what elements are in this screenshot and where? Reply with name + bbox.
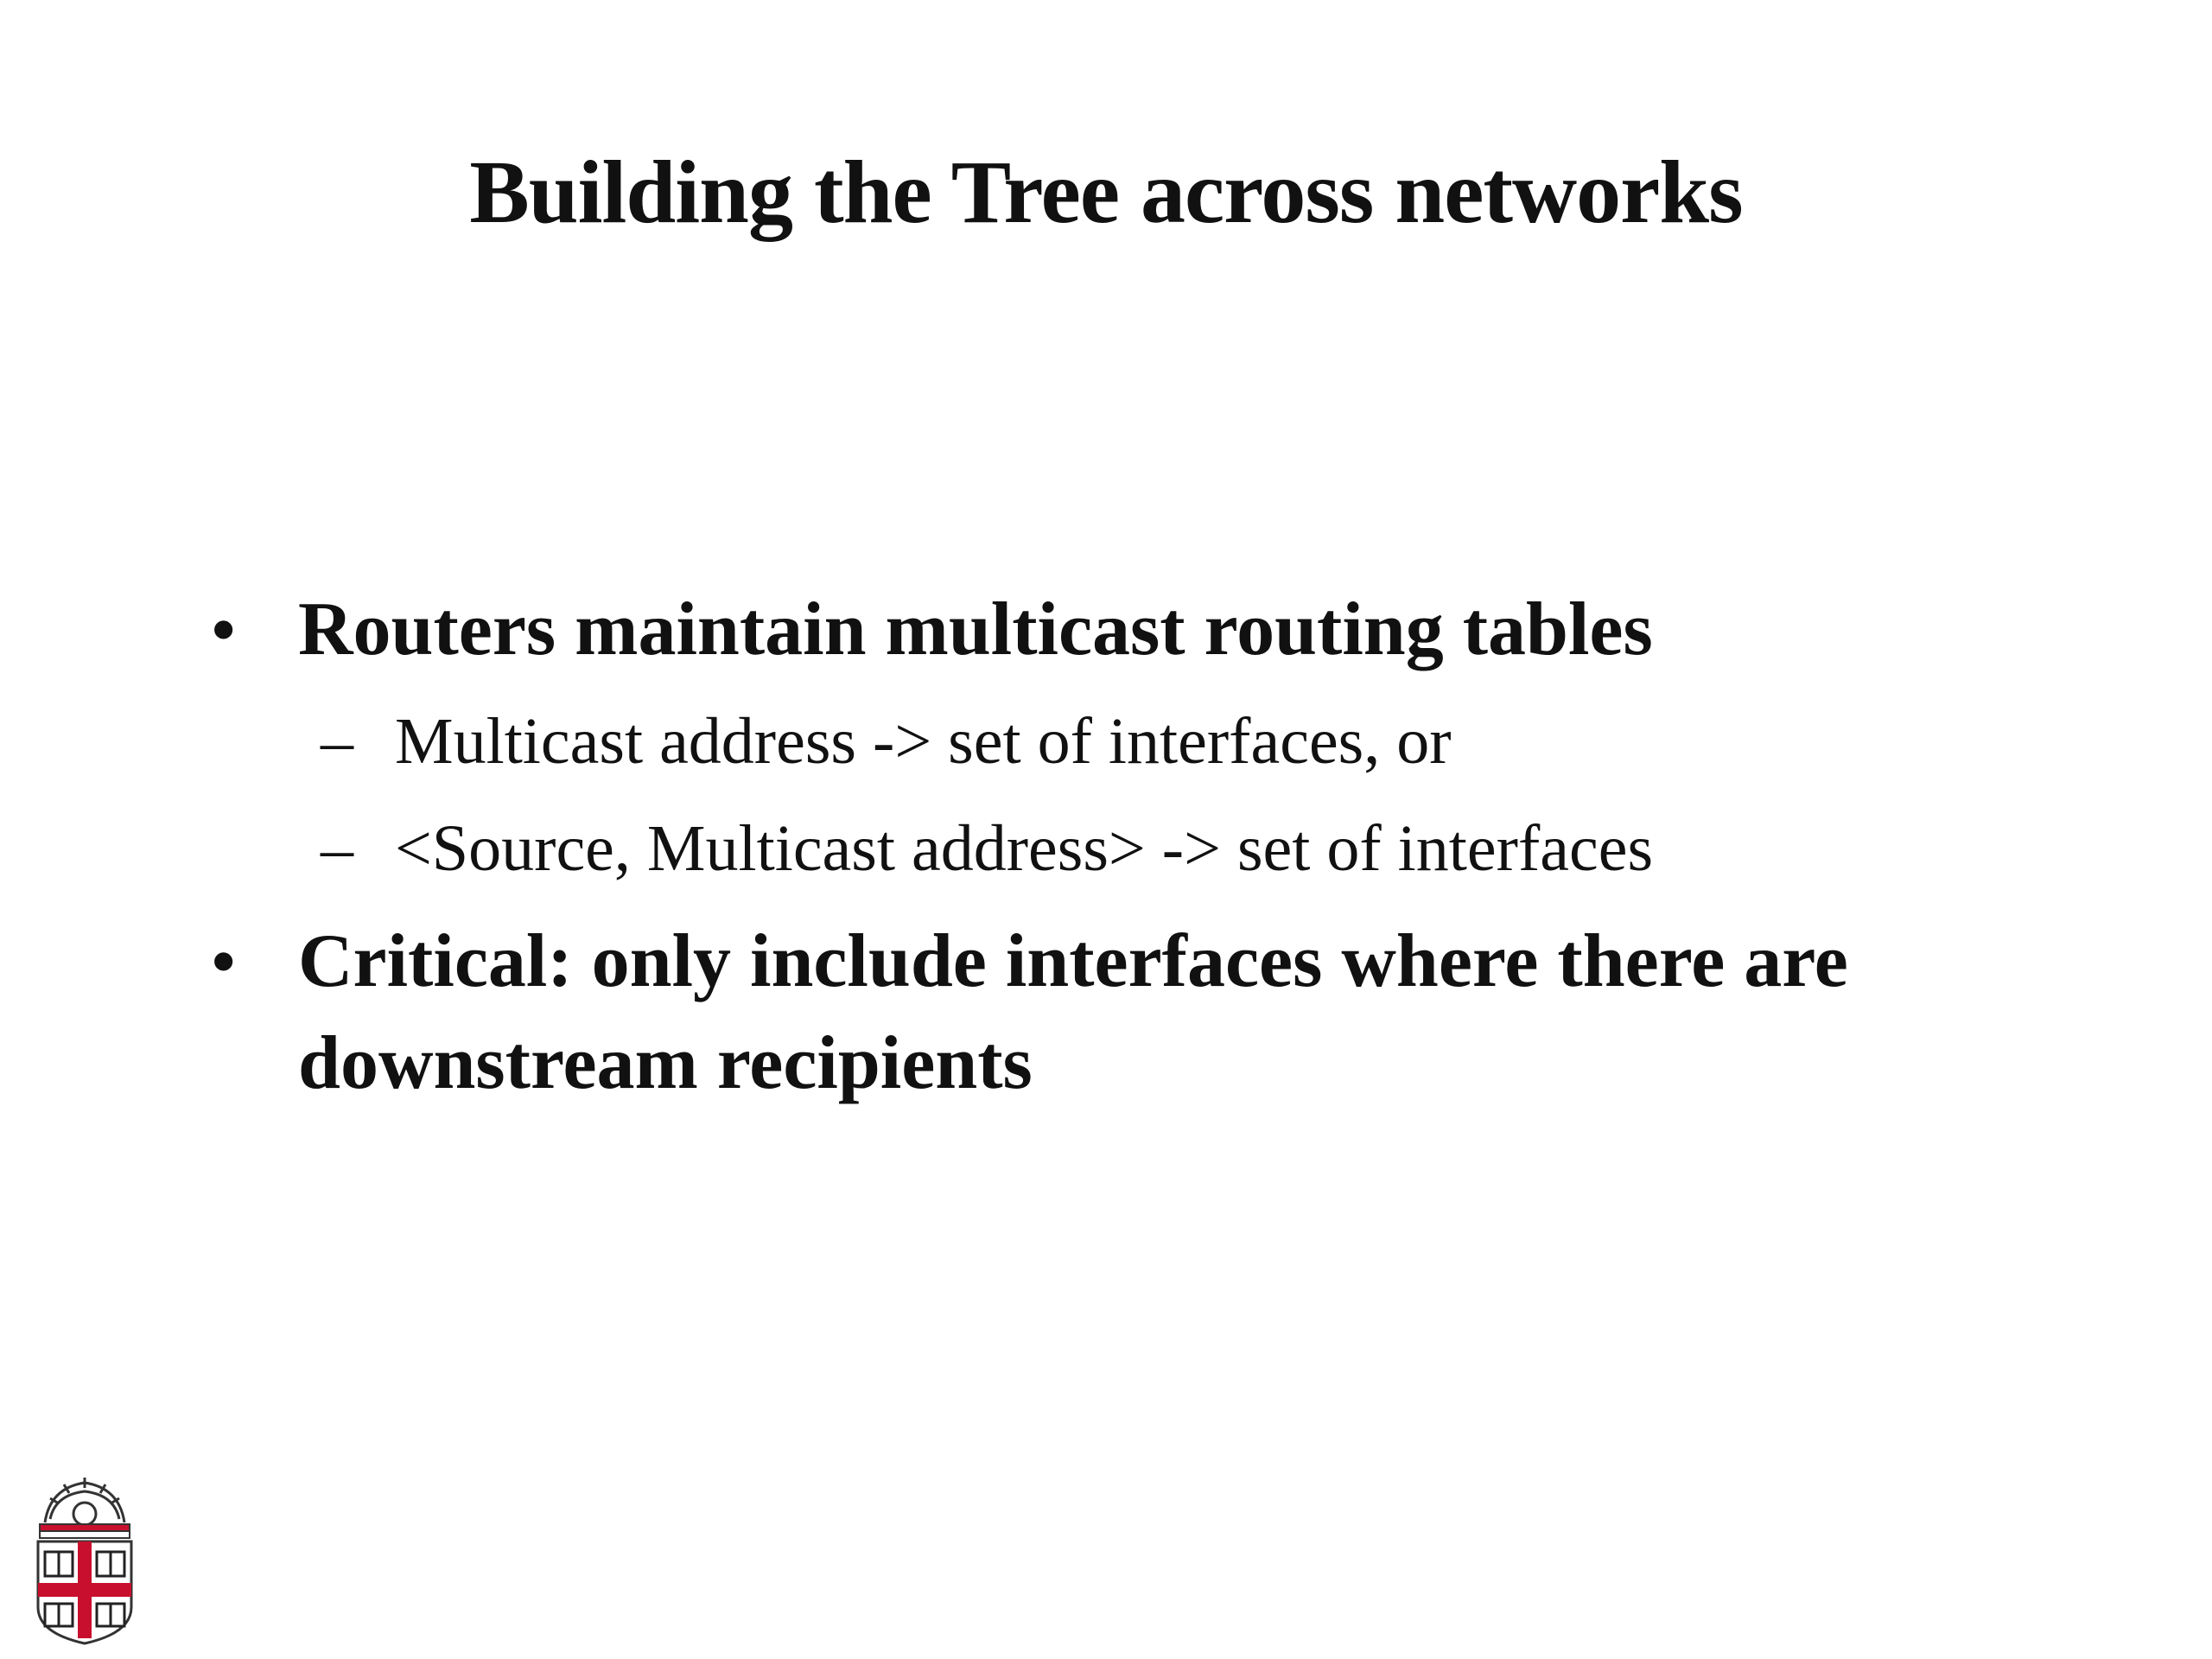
slide-title: Building the Tree across networks <box>469 143 1743 242</box>
university-crest-icon <box>36 1478 133 1645</box>
bullet-marker: • <box>212 924 236 999</box>
bullet-text: Critical: only include interfaces where … <box>298 919 1848 1105</box>
sub-bullet-list: – Multicast address -> set of interfaces… <box>212 688 2113 902</box>
sub-bullet-text: <Source, Multicast address> -> set of in… <box>395 812 1654 885</box>
sub-bullet-text: Multicast address -> set of interfaces, … <box>395 705 1452 778</box>
dash-marker: – <box>321 705 353 778</box>
bullet-marker: • <box>212 592 236 667</box>
dash-marker: – <box>321 812 353 885</box>
bullet-list: • Routers maintain multicast routing tab… <box>212 579 2113 1115</box>
bullet-item-critical: • Critical: only include interfaces wher… <box>212 911 2113 1115</box>
crest-sun-icon <box>43 1478 126 1527</box>
bullet-text: Routers maintain multicast routing table… <box>298 588 1653 671</box>
sub-bullet-item: – Multicast address -> set of interfaces… <box>212 688 2113 795</box>
bullet-item-routers: • Routers maintain multicast routing tab… <box>212 579 2113 681</box>
crest-shield-icon <box>36 1540 133 1645</box>
sub-bullet-item: – <Source, Multicast address> -> set of … <box>212 795 2113 902</box>
